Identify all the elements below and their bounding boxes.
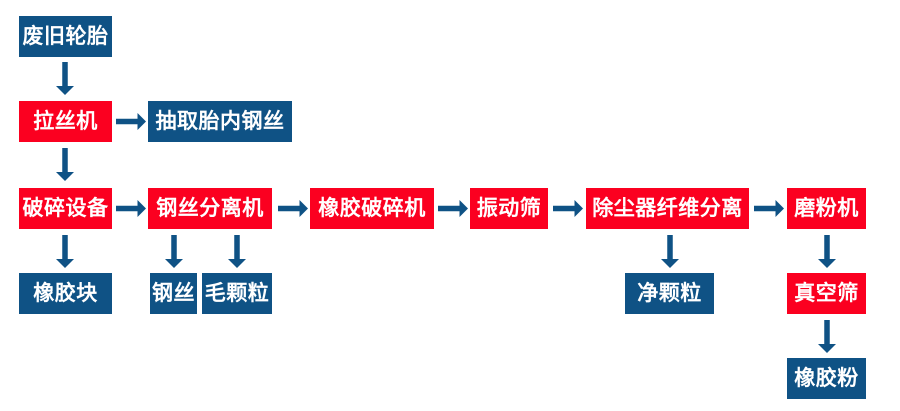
arrow-down-icon bbox=[54, 148, 76, 181]
flow-node-n01[interactable]: 废旧轮胎 bbox=[19, 16, 112, 57]
flow-node-n05[interactable]: 钢丝分离机 bbox=[148, 188, 272, 229]
flow-node-label: 橡胶粉 bbox=[794, 366, 859, 390]
flow-node-n10[interactable]: 橡胶块 bbox=[19, 273, 112, 314]
flow-node-label: 振动筛 bbox=[476, 196, 542, 220]
flow-node-n06[interactable]: 橡胶破碎机 bbox=[310, 188, 434, 229]
flow-node-label: 废旧轮胎 bbox=[22, 24, 109, 48]
flow-node-n09[interactable]: 磨粉机 bbox=[787, 188, 866, 229]
flow-node-label: 除尘器纤维分离 bbox=[592, 196, 743, 220]
arrow-down-icon bbox=[54, 235, 76, 268]
flow-node-n13[interactable]: 净颗粒 bbox=[625, 273, 714, 314]
flow-node-n14[interactable]: 真空筛 bbox=[787, 273, 866, 314]
flow-node-n12[interactable]: 毛颗粒 bbox=[202, 273, 272, 314]
flow-node-label: 橡胶破碎机 bbox=[318, 196, 426, 220]
arrow-down-icon bbox=[54, 62, 76, 95]
flow-node-label: 橡胶块 bbox=[33, 281, 98, 305]
arrow-right-icon bbox=[116, 110, 146, 133]
flow-node-label: 抽取胎内钢丝 bbox=[155, 109, 285, 133]
flow-node-label: 拉丝机 bbox=[33, 109, 98, 133]
flow-node-label: 净颗粒 bbox=[637, 281, 702, 305]
arrow-down-icon bbox=[816, 320, 838, 353]
flow-node-n03[interactable]: 抽取胎内钢丝 bbox=[148, 101, 292, 142]
flow-node-label: 毛颗粒 bbox=[204, 281, 270, 305]
flow-node-label: 破碎设备 bbox=[22, 196, 109, 220]
flow-node-label: 真空筛 bbox=[794, 281, 859, 305]
flow-node-n15[interactable]: 橡胶粉 bbox=[787, 358, 866, 399]
flow-node-n08[interactable]: 除尘器纤维分离 bbox=[586, 188, 749, 229]
arrow-right-icon bbox=[116, 197, 146, 220]
flow-node-n11[interactable]: 钢丝 bbox=[150, 273, 197, 314]
flow-node-label: 钢丝分离机 bbox=[156, 196, 264, 220]
flow-node-n04[interactable]: 破碎设备 bbox=[19, 188, 112, 229]
flow-node-label: 磨粉机 bbox=[794, 196, 859, 220]
arrow-down-icon bbox=[163, 235, 185, 268]
flow-node-n02[interactable]: 拉丝机 bbox=[19, 101, 112, 142]
flow-node-n07[interactable]: 振动筛 bbox=[470, 188, 548, 229]
arrow-right-icon bbox=[278, 197, 308, 220]
arrow-right-icon bbox=[438, 197, 468, 220]
arrow-right-icon bbox=[553, 197, 583, 220]
flow-node-label: 钢丝 bbox=[152, 281, 195, 305]
arrow-down-icon bbox=[816, 235, 838, 268]
arrow-down-icon bbox=[226, 235, 248, 268]
arrow-down-icon bbox=[659, 235, 681, 268]
arrow-right-icon bbox=[754, 197, 784, 220]
